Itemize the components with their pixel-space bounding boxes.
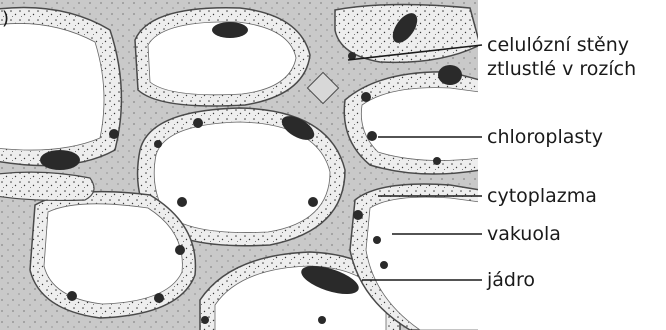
label-vacuole: vakuola — [487, 223, 561, 245]
nucleus — [438, 65, 462, 85]
cell-left-middle — [0, 172, 94, 200]
figure-marker: ) — [2, 8, 9, 29]
label-cell-walls-line2: ztlustlé v rozích — [487, 58, 636, 80]
label-chloroplasts: chloroplasty — [487, 126, 603, 148]
cell-right-middle — [344, 72, 480, 174]
cell-bottom-left — [30, 192, 195, 318]
nucleus — [212, 22, 248, 38]
nucleus — [40, 150, 80, 170]
label-cell-walls-line1: celulózní stěny — [487, 34, 629, 56]
label-cytoplasm: cytoplazma — [487, 185, 597, 207]
cell-top-middle — [135, 8, 310, 106]
label-nucleus: jádro — [487, 269, 535, 291]
cell-top-left — [0, 8, 121, 166]
